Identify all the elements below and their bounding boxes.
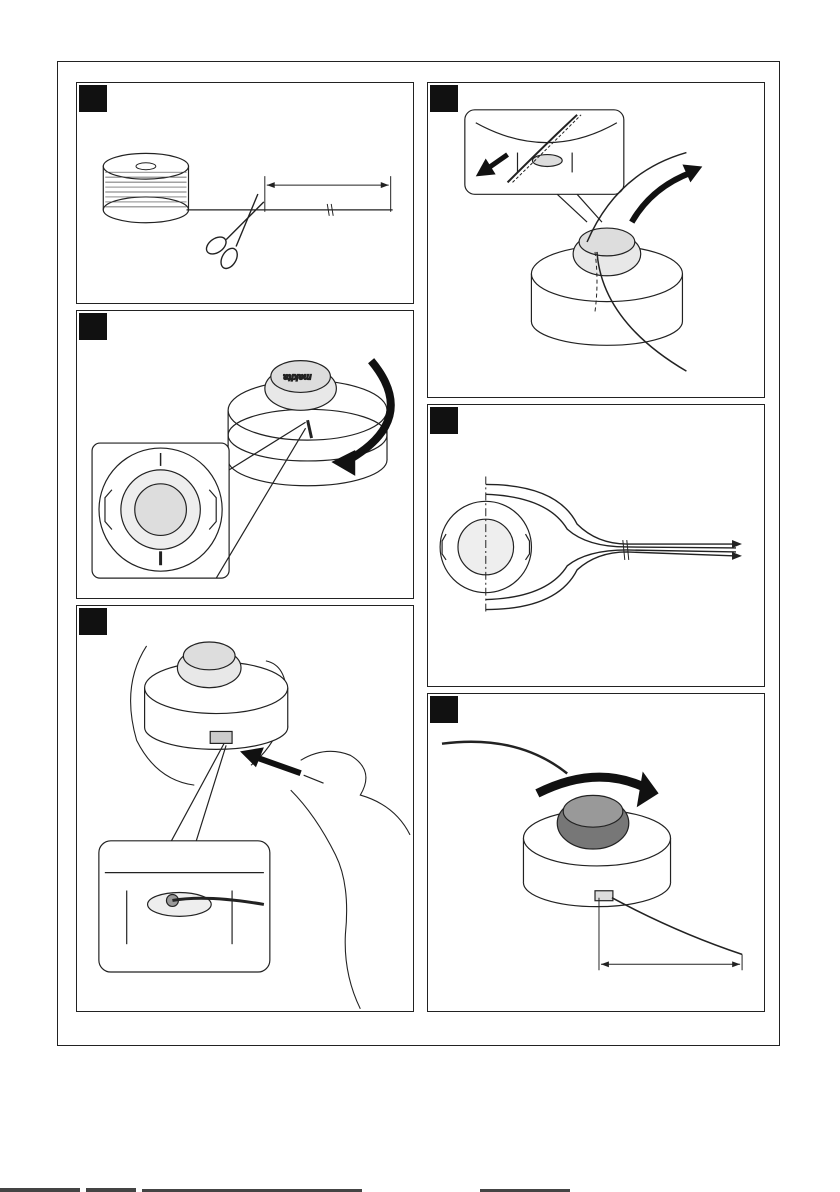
fold-line-illustration bbox=[428, 405, 764, 686]
figure-sheet: makita bbox=[57, 61, 780, 1046]
spool-icon bbox=[103, 153, 188, 222]
scissors-icon bbox=[203, 194, 263, 271]
figure-panel-3 bbox=[76, 605, 414, 1012]
trimmer-head bbox=[531, 228, 682, 345]
figure-panel-4 bbox=[427, 82, 765, 398]
trimmer-head bbox=[523, 795, 670, 906]
trimmer-head bbox=[145, 642, 288, 749]
figure-panel-5 bbox=[427, 404, 765, 687]
wind-line-illustration bbox=[428, 694, 764, 1011]
figure-panel-6 bbox=[427, 693, 765, 1012]
dimension-arrow-icon bbox=[732, 540, 742, 560]
insert-line-illustration bbox=[77, 606, 413, 1011]
magnifier-callout-icon bbox=[99, 743, 270, 972]
footer-text-fragment bbox=[0, 1183, 840, 1192]
insert-arrow-icon bbox=[240, 747, 324, 783]
trimmer-head-align-illustration: makita bbox=[77, 311, 413, 598]
dimension-arrow-icon bbox=[599, 898, 742, 971]
figure-panel-2: makita bbox=[76, 310, 414, 599]
brand-logo: makita bbox=[283, 373, 311, 383]
line-spool-illustration bbox=[77, 83, 413, 303]
figure-panel-1 bbox=[76, 82, 414, 304]
pull-line-illustration bbox=[428, 83, 764, 397]
trimmer-head: makita bbox=[228, 361, 387, 486]
